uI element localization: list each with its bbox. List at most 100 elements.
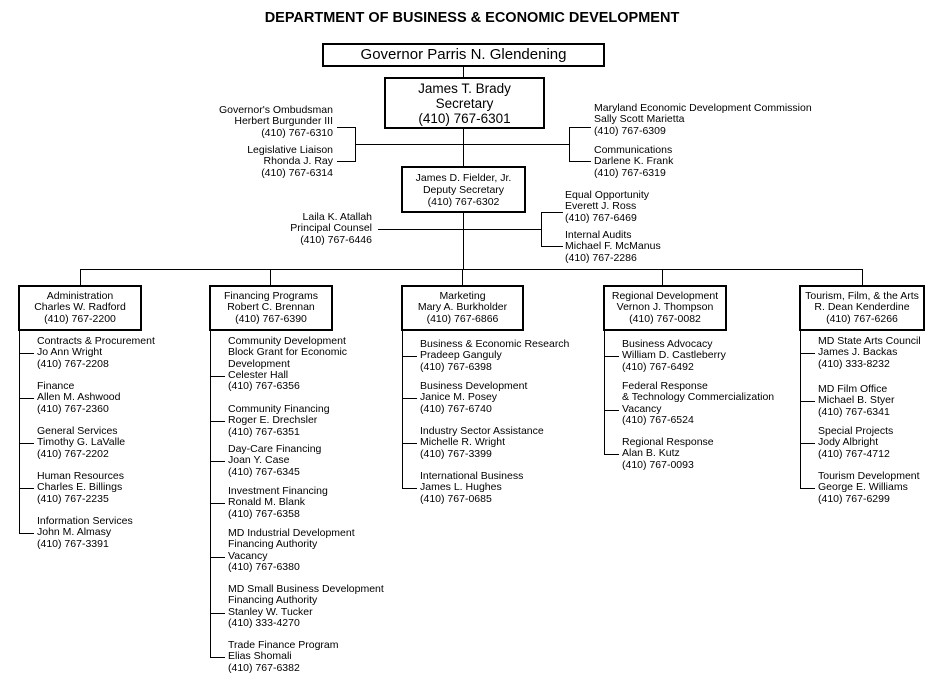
text-line: (410) 767-6266 [826, 312, 898, 325]
connector-line [662, 270, 663, 287]
text-line: Contracts & Procurement [37, 335, 155, 347]
text-line: William D. Castleberry [622, 349, 726, 362]
text-line: (410) 767-6301 [418, 110, 511, 126]
text-line: Michelle R. Wright [420, 436, 505, 449]
text-line: (410) 767-2208 [37, 357, 109, 370]
text-line: (410) 767-6390 [235, 312, 307, 325]
text-line: James D. Fielder, Jr. [415, 171, 512, 184]
connector-line [337, 161, 356, 162]
text-line: Federal Response [622, 380, 708, 392]
connector-line [604, 331, 605, 455]
text-line: General Services [37, 425, 118, 437]
text-line: (410) 767-6380 [228, 560, 300, 573]
text-line: MD Small Business Development [228, 583, 384, 595]
text-line: (410) 767-2360 [37, 402, 109, 415]
text-line: (410) 767-6310 [261, 126, 333, 139]
text-line: Charles W. Radford [34, 301, 126, 314]
text-line: Timothy G. LaValle [37, 436, 126, 449]
text-line: (410) 767-6866 [426, 312, 499, 325]
text-line: Human Resources [37, 470, 124, 482]
connector-line [463, 67, 464, 79]
connector-line [402, 398, 417, 399]
connector-line [541, 212, 542, 247]
text-line: Internal Audits [565, 229, 632, 241]
text-line: International Business [420, 470, 524, 482]
text-line: Vacancy [228, 549, 268, 562]
connector-line [210, 376, 225, 377]
connector-line [80, 270, 81, 287]
connector-line [604, 454, 619, 455]
connector-line [19, 331, 20, 534]
text-line: (410) 767-2200 [44, 312, 116, 325]
connector-line [80, 269, 863, 270]
connector-line [210, 421, 225, 422]
text-line: Governor's Ombudsman [218, 104, 333, 116]
text-line: (410) 767-2202 [37, 447, 109, 460]
connector-line [19, 353, 34, 354]
connector-line [402, 331, 403, 489]
connector-line [337, 127, 356, 128]
text-line: Administration [46, 289, 114, 302]
connector-line [402, 488, 417, 489]
governor-box[interactable]: Governor Parris N. Glendening [322, 43, 605, 67]
text-line: (410) 767-6740 [420, 402, 492, 415]
unit-item: Federal Response& Technology Commerciali… [622, 380, 775, 426]
text-line: Jo Ann Wright [37, 346, 103, 359]
text-line: (410) 767-6358 [228, 507, 300, 520]
text-line: Roger E. Drechsler [228, 414, 318, 427]
connector-line [569, 161, 591, 162]
text-line: & Technology Commercialization [622, 391, 775, 404]
text-line: (410) 767-6309 [594, 124, 666, 137]
connector-line [19, 398, 34, 399]
text-line: (410) 767-6302 [427, 195, 500, 208]
text-line: (410) 767-2286 [565, 251, 637, 264]
text-line: R. Dean Kenderdine [814, 301, 910, 314]
text-line: Communications [594, 144, 673, 156]
text-line: Ronald M. Blank [228, 496, 306, 509]
connector-line [19, 443, 34, 444]
connector-line [402, 356, 417, 357]
deputy-box[interactable]: James D. Fielder, Jr.Deputy Secretary(41… [401, 166, 526, 213]
text-line: Mary A. Burkholder [417, 301, 508, 314]
connector-line [541, 212, 563, 213]
text-line: (410) 767-6524 [622, 413, 694, 426]
text-line: Robert C. Brennan [227, 301, 315, 314]
text-line: (410) 767-6398 [420, 360, 492, 373]
text-line: Financing Programs [224, 289, 318, 302]
text-line: MD State Arts Council [818, 335, 921, 347]
connector-line [462, 270, 463, 287]
text-line: (410) 767-6356 [228, 380, 300, 393]
text-line: Business Advocacy [622, 338, 713, 350]
text-line: Special Projects [818, 425, 894, 437]
text-line: Herbert Burgunder III [234, 115, 333, 128]
text-line: Block Grant for Economic [228, 346, 348, 359]
text-line: (410) 767-6345 [228, 465, 300, 478]
connector-line [800, 443, 815, 444]
text-line: Finance [37, 380, 75, 392]
text-line: (410) 767-0685 [420, 492, 492, 505]
text-line: Business Development [420, 380, 528, 392]
text-line: Alan B. Kutz [622, 447, 680, 460]
text-line: James L. Hughes [420, 481, 502, 494]
connector-line [604, 410, 619, 411]
text-line: (410) 767-6446 [300, 233, 372, 246]
text-line: Tourism, Film, & the Arts [805, 289, 919, 302]
text-line: Regional Development [611, 289, 719, 302]
text-line: Principal Counsel [290, 222, 372, 235]
connector-line [800, 401, 815, 402]
text-line: Rhonda J. Ray [263, 155, 333, 168]
